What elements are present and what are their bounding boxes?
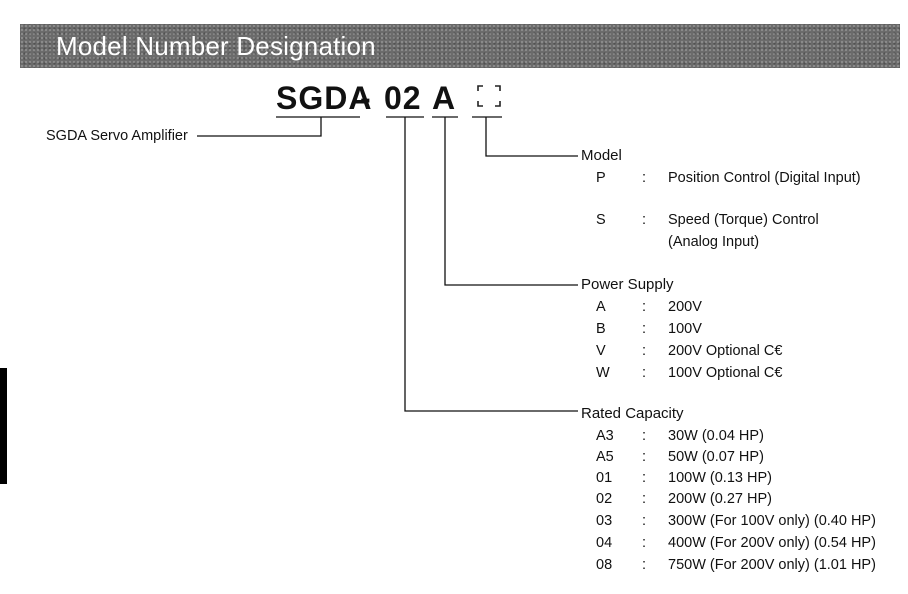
item-code: A5 bbox=[596, 449, 614, 465]
item-desc: 50W (0.07 HP) bbox=[668, 449, 764, 465]
connector-capacity bbox=[404, 117, 578, 412]
item-sep: : bbox=[642, 299, 647, 315]
list-item: B : 100V bbox=[596, 320, 896, 340]
item-desc: Position Control (Digital Input) bbox=[668, 170, 861, 186]
item-desc: 100V bbox=[668, 321, 702, 337]
model-placeholder-box bbox=[477, 85, 501, 107]
item-desc: 400W (For 200V only) (0.54 HP) bbox=[668, 535, 876, 551]
item-sep: : bbox=[642, 557, 647, 573]
item-code: A3 bbox=[596, 428, 614, 444]
item-code: V bbox=[596, 343, 606, 359]
title-banner: Model Number Designation bbox=[20, 24, 900, 68]
item-sep: : bbox=[642, 170, 647, 186]
item-desc: 100V Optional C€ bbox=[668, 365, 783, 381]
item-code: B bbox=[596, 321, 606, 337]
item-sep: : bbox=[642, 449, 647, 465]
page-title: Model Number Designation bbox=[56, 31, 376, 61]
item-code: 03 bbox=[596, 513, 613, 529]
item-sep: : bbox=[642, 343, 647, 359]
power-supply-heading: Power Supply bbox=[581, 276, 674, 293]
item-desc: 30W (0.04 HP) bbox=[668, 428, 764, 444]
list-item: 03 : 300W (For 100V only) (0.40 HP) bbox=[596, 512, 896, 532]
item-sep: : bbox=[642, 365, 647, 381]
item-code: 01 bbox=[596, 470, 613, 486]
item-desc: 200V Optional C€ bbox=[668, 343, 783, 359]
item-code: 08 bbox=[596, 557, 613, 573]
item-desc: 200V bbox=[668, 299, 702, 315]
item-sep: : bbox=[642, 470, 647, 486]
connector-power bbox=[444, 117, 578, 286]
list-item: V : 200V Optional C€ bbox=[596, 342, 896, 362]
item-desc-continued: (Analog Input) bbox=[668, 234, 760, 250]
item-desc: 300W (For 100V only) (0.40 HP) bbox=[668, 513, 876, 529]
item-code: 02 bbox=[596, 491, 613, 507]
item-sep: : bbox=[642, 513, 647, 529]
item-code: S bbox=[596, 212, 606, 228]
list-item: A3 : 30W (0.04 HP) bbox=[596, 427, 896, 447]
connector-series bbox=[197, 117, 322, 137]
code-separator: - bbox=[360, 80, 372, 116]
list-item: P : Position Control (Digital Input) bbox=[596, 169, 896, 189]
item-code: 04 bbox=[596, 535, 613, 551]
list-item: 08 : 750W (For 200V only) (1.01 HP) bbox=[596, 556, 896, 576]
code-power: A bbox=[432, 80, 457, 116]
page-edge-mark bbox=[0, 368, 7, 484]
list-item: S : Speed (Torque) Control bbox=[596, 211, 896, 231]
item-code: A bbox=[596, 299, 606, 315]
list-item: 01 : 100W (0.13 HP) bbox=[596, 469, 896, 489]
item-sep: : bbox=[642, 491, 647, 507]
rated-capacity-heading: Rated Capacity bbox=[581, 405, 684, 422]
item-sep: : bbox=[642, 535, 647, 551]
item-desc: Speed (Torque) Control bbox=[668, 212, 819, 228]
item-sep: : bbox=[642, 321, 647, 337]
list-item: W : 100V Optional C€ bbox=[596, 364, 896, 384]
item-sep: : bbox=[642, 212, 647, 228]
code-capacity: 02 bbox=[384, 80, 422, 116]
list-item: 02 : 200W (0.27 HP) bbox=[596, 490, 896, 510]
connector-model bbox=[485, 117, 578, 157]
list-item: A5 : 50W (0.07 HP) bbox=[596, 448, 896, 468]
item-code: P bbox=[596, 170, 606, 186]
model-heading: Model bbox=[581, 147, 622, 164]
list-item: A : 200V bbox=[596, 298, 896, 318]
item-desc: 100W (0.13 HP) bbox=[668, 470, 772, 486]
list-item: 04 : 400W (For 200V only) (0.54 HP) bbox=[596, 534, 896, 554]
item-desc: 750W (For 200V only) (1.01 HP) bbox=[668, 557, 876, 573]
item-code: W bbox=[596, 365, 610, 381]
item-desc: 200W (0.27 HP) bbox=[668, 491, 772, 507]
code-series: SGDA bbox=[276, 80, 373, 116]
item-sep: : bbox=[642, 428, 647, 444]
servo-amplifier-label: SGDA Servo Amplifier bbox=[46, 128, 188, 144]
